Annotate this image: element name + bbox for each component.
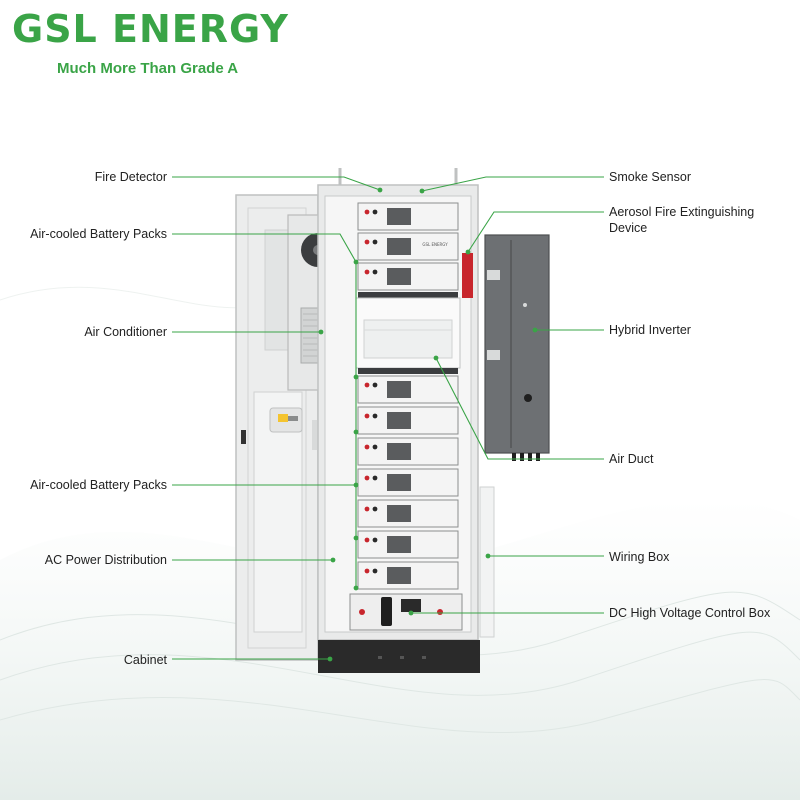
label-battery-packs-lower: Air-cooled Battery Packs (30, 478, 167, 492)
brand-slogan: Much More Than Grade A (57, 60, 239, 77)
label-air-duct: Air Duct (609, 452, 654, 466)
label-aerosol-fire-extinguishing-device: Aerosol Fire Extinguishing Device (609, 205, 755, 235)
hybrid-inverter-unit (484, 234, 550, 461)
leader-dots (318, 187, 538, 662)
module-brand-mark: GSL ENERGY (422, 242, 448, 247)
label-ac-power-distribution: AC Power Distribution (44, 553, 167, 567)
battery-modules-upper: GSL ENERGY (357, 202, 459, 298)
door-handle (269, 407, 303, 433)
label-cabinet: Cabinet (123, 653, 167, 667)
label-wiring-box: Wiring Box (609, 550, 670, 564)
air-duct-unit (355, 297, 461, 369)
label-hybrid-inverter: Hybrid Inverter (609, 323, 691, 337)
battery-modules-lower (357, 368, 459, 590)
brand-name: GSL ENERGY (12, 7, 289, 51)
label-fire-detector: Fire Detector (94, 170, 167, 184)
leader-lines (172, 176, 604, 660)
brand-block: GSL ENERGY Much More Than Grade A (12, 10, 289, 77)
cabinet-base (318, 640, 480, 673)
label-battery-packs-upper: Air-cooled Battery Packs (30, 227, 167, 241)
dc-control-box-unit (349, 593, 463, 631)
label-smoke-sensor: Smoke Sensor (609, 170, 691, 184)
wiring-box-unit (479, 486, 495, 638)
aerosol-extinguisher-unit (462, 253, 473, 298)
label-air-conditioner: Air Conditioner (84, 325, 167, 339)
label-dc-high-voltage-control-box: DC High Voltage Control Box (609, 606, 771, 620)
